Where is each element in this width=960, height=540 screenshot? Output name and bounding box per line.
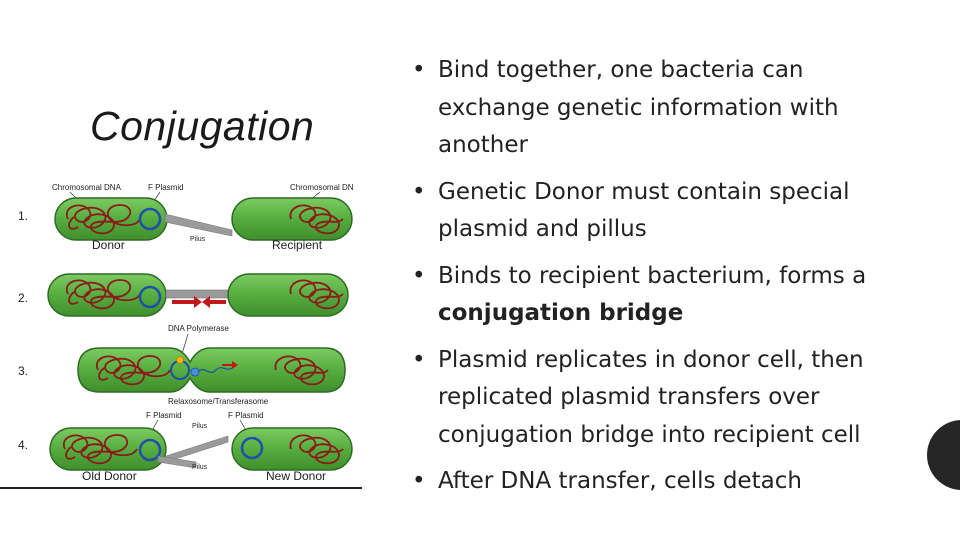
bullet-text: Bind together, one bacteria can exchange… xyxy=(438,57,839,158)
bullet-dot-icon: • xyxy=(412,346,426,373)
bullet-text: Plasmid replicates in donor cell, then r… xyxy=(438,346,864,448)
slide-title: Conjugation xyxy=(90,103,315,149)
label-f-plasmid-1: F Plasmid xyxy=(148,183,184,192)
label-old-donor: Old Donor xyxy=(82,469,137,483)
label-dna-polymerase: DNA Polymerase xyxy=(168,324,229,333)
recipient-cell-1 xyxy=(231,197,353,241)
bullet-item: • Binds to recipient bacterium, forms a c… xyxy=(412,258,882,333)
step-number-3: 3. xyxy=(18,364,28,378)
step-number-1: 1. xyxy=(18,209,28,223)
bullet-item: • Bind together, one bacteria can exchang… xyxy=(412,52,882,165)
bullet-text: Genetic Donor must contain special plasm… xyxy=(438,178,850,243)
conjugation-diagram: 1. Chromosomal DNA F Plasmid Chromosomal… xyxy=(0,183,362,489)
bullet-dot-icon: • xyxy=(412,262,426,289)
bullet-list: • Bind together, one bacteria can exchang… xyxy=(412,52,882,510)
f-plasmid-icon xyxy=(138,207,162,231)
label-f-plasmid-4-left: F Plasmid xyxy=(146,411,182,420)
step-number-4: 4. xyxy=(18,438,28,452)
label-relaxosome: Relaxosome/Transferasome xyxy=(168,397,269,406)
pilus-icon xyxy=(164,213,233,237)
donor-cell-2 xyxy=(47,273,167,317)
bullet-item: • Genetic Donor must contain special plas… xyxy=(412,174,882,249)
label-donor: Donor xyxy=(92,238,125,252)
bullet-item: • After DNA transfer, cells detach xyxy=(412,463,882,501)
label-f-plasmid-4-right: F Plasmid xyxy=(228,411,264,420)
step-number-2: 2. xyxy=(18,291,28,305)
label-new-donor: New Donor xyxy=(266,469,326,483)
bullet-bold-text: conjugation bridge xyxy=(438,300,684,326)
bullet-dot-icon: • xyxy=(412,57,426,83)
arrow-right-icon xyxy=(172,296,202,308)
bullet-text: Binds to recipient bacterium, forms a xyxy=(438,262,867,289)
label-pilus-4-bottom: Pilus xyxy=(192,464,208,471)
bullet-text: After DNA transfer, cells detach xyxy=(438,468,802,494)
label-recipient: Recipient xyxy=(272,238,323,252)
bullet-dot-icon: • xyxy=(412,468,426,494)
bullet-item: • Plasmid replicates in donor cell, then … xyxy=(412,342,882,455)
decorative-circle xyxy=(927,420,960,490)
label-pilus-4-top: Pilus xyxy=(192,423,208,430)
new-donor-cell xyxy=(231,427,353,471)
label-chromosomal-dna-left: Chromosomal DNA xyxy=(52,183,122,192)
label-chromosomal-dna-right: Chromosomal DN xyxy=(290,183,354,192)
bullet-dot-icon: • xyxy=(412,178,426,205)
label-pilus-1: Pilus xyxy=(190,236,206,243)
arrow-left-icon xyxy=(202,296,226,308)
